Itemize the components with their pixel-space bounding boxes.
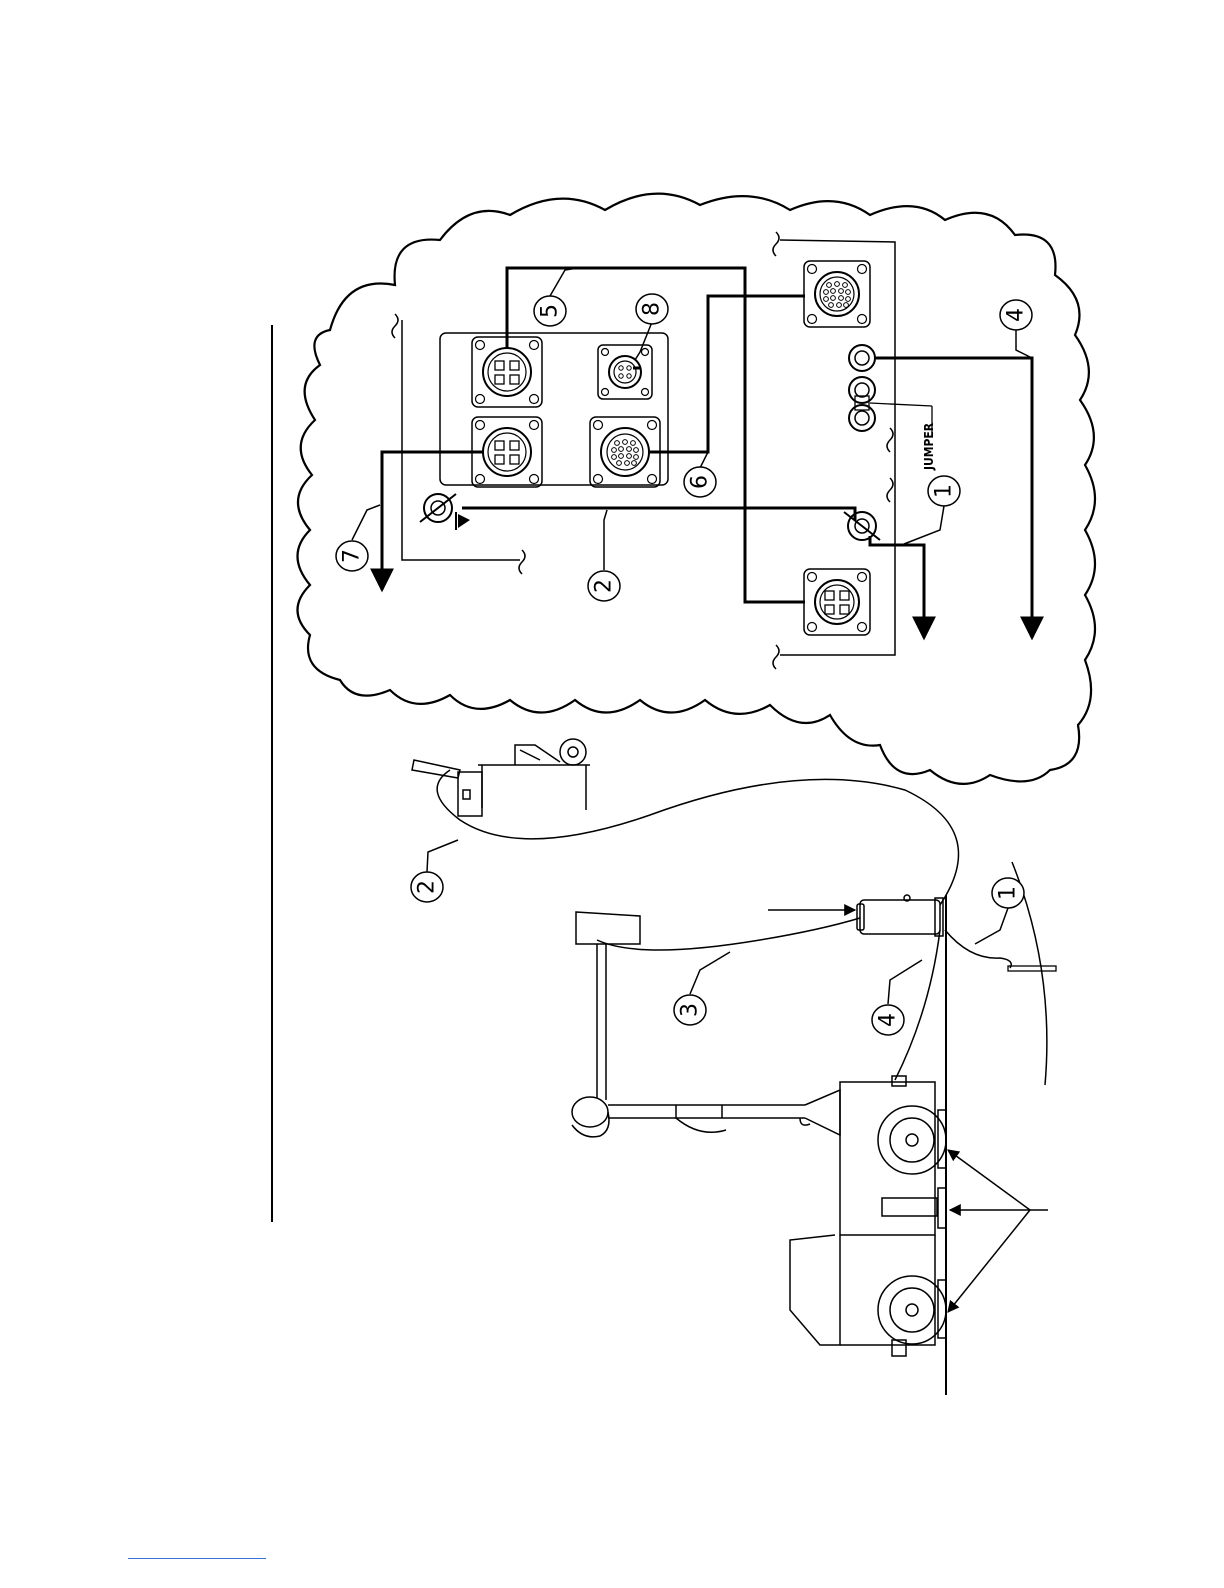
wire-6	[650, 296, 805, 452]
receptacle-e	[804, 261, 870, 327]
binding-post-1	[849, 345, 875, 371]
callout-5: 5	[534, 296, 566, 326]
ground-stud-right	[844, 512, 880, 540]
callout-1-site: 1	[992, 878, 1024, 908]
jumper-label: JUMPER	[922, 422, 936, 471]
vehicle	[790, 1076, 946, 1356]
leader-6	[700, 452, 708, 468]
remote-equipment-cart	[412, 739, 590, 816]
cable-2	[437, 770, 958, 905]
binding-post-3	[849, 405, 875, 431]
connector-subpanel	[440, 333, 668, 485]
callout-3-site: 3	[674, 995, 706, 1025]
leader-1-detail	[904, 506, 944, 544]
jumper-leader	[870, 403, 932, 406]
cable-3	[597, 918, 860, 950]
receptacle-c	[598, 345, 652, 399]
site-callouts: 2 3 4 1	[411, 872, 1024, 1035]
svg-text:5: 5	[538, 304, 563, 318]
callout-2-site: 2	[411, 872, 443, 902]
svg-text:4: 4	[1004, 308, 1029, 322]
leader-4-detail	[1016, 330, 1032, 358]
footnote-rule	[128, 1558, 266, 1559]
callout-1-detail: 1	[928, 476, 960, 506]
leader-2-site	[427, 840, 458, 872]
leader-3-site	[690, 952, 730, 994]
cable-4	[895, 930, 940, 1080]
enclosure-break-a	[392, 314, 398, 338]
callout-6: 6	[684, 467, 716, 497]
svg-text:4: 4	[876, 1013, 901, 1027]
panel-break-bottom	[773, 645, 779, 669]
receptacle-f	[804, 569, 870, 635]
leader-4-site	[888, 960, 922, 1004]
receptacle-d	[590, 417, 660, 487]
svg-text:8: 8	[640, 302, 665, 316]
callout-8: 8	[636, 294, 668, 324]
ground-stud-left	[420, 494, 456, 522]
svg-text:1: 1	[996, 886, 1021, 900]
cable-1	[945, 930, 1011, 968]
wire-1	[870, 536, 924, 638]
callout-7: 7	[336, 541, 368, 571]
panel-outline	[780, 240, 895, 655]
ground-symbol	[458, 514, 470, 528]
wire-2	[462, 508, 855, 520]
pointer-wheel-front	[948, 1150, 1030, 1210]
ground-rod	[1008, 966, 1056, 971]
leader-5	[550, 268, 578, 296]
svg-text:2: 2	[592, 579, 617, 593]
enclosure-break-b	[519, 550, 525, 574]
svg-text:2: 2	[415, 880, 440, 894]
svg-text:7: 7	[340, 549, 365, 563]
panel-break-mid2	[887, 478, 893, 502]
leader-7	[352, 505, 380, 540]
callout-4-detail: 4	[1000, 300, 1032, 330]
panel-break-mid1	[887, 428, 893, 452]
svg-text:3: 3	[678, 1003, 703, 1017]
leader-8	[635, 322, 652, 360]
svg-text:6: 6	[688, 475, 713, 489]
grounding-unit	[768, 895, 943, 936]
svg-text:1: 1	[932, 484, 957, 498]
pointer-wheel-rear	[948, 1210, 1030, 1312]
callout-4-site: 4	[872, 1005, 904, 1035]
binding-post-2	[849, 377, 875, 403]
leader-2-detail	[604, 510, 607, 570]
panel-break-top	[773, 232, 779, 256]
leader-1-site	[975, 908, 1008, 944]
callout-2-detail: 2	[588, 571, 620, 601]
